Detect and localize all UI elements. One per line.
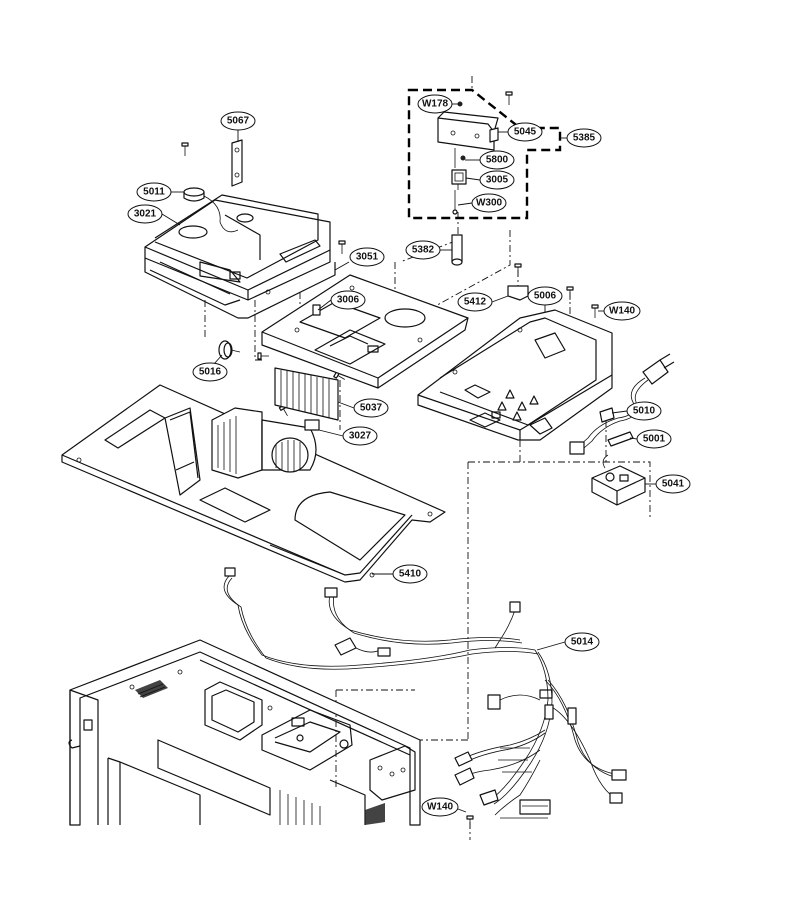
- callout-5037: 5037: [353, 398, 389, 418]
- callout-3051: 3051: [349, 247, 385, 267]
- callout-w140-top: W140: [603, 301, 641, 321]
- callout-5016: 5016: [192, 362, 228, 382]
- part-3005-switch: [451, 169, 467, 190]
- part-5011-sensor: [183, 187, 239, 233]
- part-air-guide: [164, 407, 201, 496]
- svg-text:5067: 5067: [227, 116, 250, 127]
- svg-text:5385: 5385: [573, 133, 596, 144]
- svg-text:W140: W140: [609, 306, 636, 317]
- svg-text:5800: 5800: [486, 155, 509, 166]
- callout-5800: 5800: [479, 150, 515, 170]
- svg-text:3027: 3027: [349, 431, 372, 442]
- part-5001-fuse: [607, 431, 634, 447]
- callout-5010: 5010: [626, 401, 662, 421]
- part-3027-blower: [211, 407, 320, 479]
- svg-text:5016: 5016: [199, 367, 222, 378]
- callout-5014: 5014: [564, 632, 600, 652]
- cavity-vent-grille-left: [135, 680, 168, 698]
- part-5006-case: [417, 309, 613, 441]
- callout-5045: 5045: [507, 122, 543, 142]
- screws: [181, 91, 599, 829]
- callout-5410: 5410: [392, 564, 428, 584]
- callout-w300: W300: [471, 193, 507, 213]
- svg-text:W178: W178: [422, 99, 449, 110]
- svg-text:5045: 5045: [514, 127, 537, 138]
- callout-5382: 5382: [405, 240, 441, 260]
- assembly-guide-lines: [204, 76, 651, 840]
- callout-5001: 5001: [636, 429, 672, 449]
- svg-text:5006: 5006: [534, 291, 557, 302]
- part-5041-filter-board: [591, 454, 646, 506]
- callout-5041: 5041: [655, 474, 691, 494]
- svg-text:5410: 5410: [399, 569, 422, 580]
- callout-5011: 5011: [136, 182, 172, 202]
- svg-text:5041: 5041: [662, 479, 685, 490]
- svg-text:5011: 5011: [143, 187, 165, 198]
- part-5410-base-plate: [61, 384, 446, 583]
- part-5412-clip: [507, 285, 529, 301]
- part-5037-filter: [274, 367, 339, 421]
- part-3051-plate: [261, 274, 469, 389]
- callout-5385: 5385: [566, 128, 602, 148]
- svg-text:3006: 3006: [337, 295, 360, 306]
- part-oven-cavity: [69, 639, 421, 826]
- callout-3021: 3021: [127, 204, 163, 224]
- part-5067-bracket: [231, 139, 243, 187]
- part-5382-latch: [451, 234, 463, 266]
- svg-text:3005: 3005: [486, 175, 509, 186]
- callout-5067: 5067: [220, 111, 256, 131]
- svg-text:5037: 5037: [360, 403, 383, 414]
- callout-3027: 3027: [342, 426, 378, 446]
- part-5045-bracket: [437, 111, 499, 151]
- callout-w178: W178: [417, 94, 453, 114]
- sub-assembly-outline: [407, 88, 562, 220]
- cavity-hinge: [68, 739, 81, 749]
- svg-text:3021: 3021: [134, 209, 157, 220]
- svg-text:W300: W300: [476, 198, 503, 209]
- part-3006-clip: [312, 304, 321, 316]
- part-5016-thermostat: [218, 340, 241, 360]
- svg-text:5001: 5001: [643, 434, 666, 445]
- svg-text:5412: 5412: [464, 297, 487, 308]
- callout-w140-bottom: W140: [421, 797, 459, 817]
- callout-5006: 5006: [527, 286, 563, 306]
- sub-assembly-fasteners: [452, 101, 466, 215]
- part-5014-wire-harness: [223, 567, 627, 819]
- callout-3006: 3006: [330, 290, 366, 310]
- svg-text:5010: 5010: [633, 406, 656, 417]
- cavity-vent-grille-right: [365, 803, 385, 825]
- callout-3005: 3005: [479, 170, 515, 190]
- part-3021-housing: [144, 194, 336, 319]
- svg-text:5382: 5382: [412, 245, 435, 256]
- svg-text:W140: W140: [427, 802, 454, 813]
- callout-5412: 5412: [457, 292, 493, 312]
- svg-text:3051: 3051: [356, 252, 379, 263]
- svg-text:5014: 5014: [571, 637, 594, 648]
